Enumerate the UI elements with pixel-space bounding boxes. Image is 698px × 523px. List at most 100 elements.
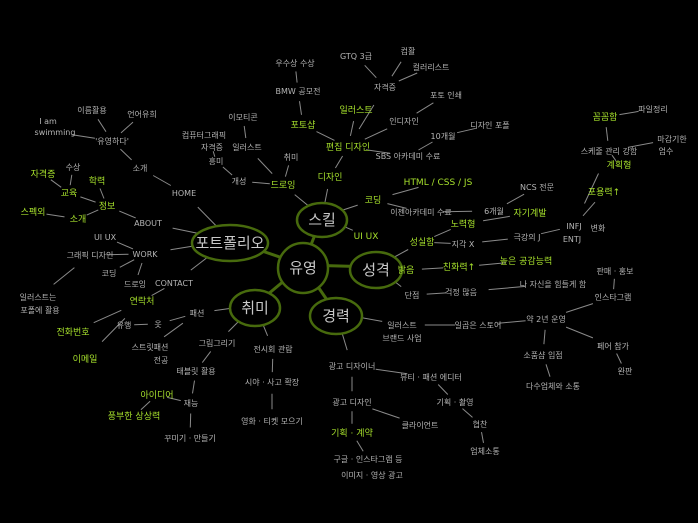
connector-drawing-hobby2	[284, 165, 290, 177]
node-effort: 노력형	[451, 218, 476, 230]
connector-coding-html	[392, 186, 419, 196]
ring-fill	[297, 203, 347, 237]
connector-twoyears-fair	[565, 326, 594, 339]
connector-intro2-spec	[46, 213, 65, 218]
connector-sincere-nolate	[434, 242, 451, 244]
node-wordplay: 언어유희	[127, 109, 156, 119]
node-talent: 재능	[184, 399, 199, 408]
node-weakness: 단점	[405, 290, 420, 300]
connector-editorial-illustrator	[349, 120, 355, 137]
connector-illust2-emoticon	[243, 125, 247, 139]
node-months6: 6개월	[484, 206, 504, 216]
connector-coding-ezen	[387, 203, 407, 209]
connector-fashion-street1	[163, 322, 184, 338]
node-iam: I am	[39, 117, 57, 126]
node-deadline1: 마감기한	[657, 134, 687, 144]
connector-infj-schedule	[584, 173, 599, 204]
node-brand2: 브랜드 사업	[382, 333, 421, 343]
node-yuyeong: '유영하다'	[95, 136, 129, 146]
node-illust-use2: 포폴에 활용	[20, 305, 59, 315]
connector-yuyeong-wordplay	[120, 121, 134, 134]
node-info: 정보	[99, 201, 116, 212]
node-drawing-w: 드로잉	[124, 279, 146, 289]
node-about: ABOUT	[134, 219, 162, 228]
connector-info-intro2	[86, 209, 99, 216]
connector-months10-design_pf	[456, 127, 477, 134]
node-street2: 전공	[154, 355, 169, 365]
node-exhibit: 전시회 관람	[253, 344, 293, 354]
node-comp: 컴활	[401, 46, 416, 56]
node-vision: 시야 · 사고 확장	[245, 377, 300, 387]
node-nolate: 지각 X	[452, 239, 475, 249]
node-shoot: 기획 · 촬영	[436, 397, 473, 407]
node-name-origin: 이름활용	[77, 105, 106, 115]
node-tablet: 태블릿 활용	[176, 366, 215, 376]
node-trend: 유행	[117, 320, 132, 330]
node-infj: INFJ	[566, 222, 581, 231]
node-meticulous: 꼼꼼함	[593, 112, 618, 123]
connector-yuyeong-name_origin	[97, 119, 107, 132]
node-sales: 판매 · 홍보	[596, 266, 633, 276]
connector-effort-selfdev	[483, 215, 510, 222]
connector-twoyears-instagram	[565, 303, 594, 313]
connector-sincere-effort	[434, 228, 451, 238]
node-emoticon: 이모티콘	[228, 112, 257, 122]
node-intro: 소개	[133, 163, 148, 173]
connector-editorial-indesign	[364, 128, 388, 140]
ring-fill	[230, 290, 280, 326]
node-tolerance: 포용력↑	[588, 186, 620, 198]
node-schedule: 스케줄 관리 강함	[581, 146, 638, 156]
connector-tablet-talent	[192, 380, 195, 394]
node-addesign: 광고 디자인	[332, 397, 371, 407]
connector-graphic-illust_use1	[53, 267, 75, 285]
node-months10: 10개월	[431, 131, 456, 141]
connector-sponsor-vendorcomm	[481, 432, 484, 443]
node-skill: 스킬	[308, 211, 336, 229]
node-filing: 파일정리	[638, 104, 667, 114]
node-indesign: 인디자인	[389, 116, 418, 126]
node-coding-w: 코딩	[102, 268, 117, 278]
node-phone: 전화번호	[56, 327, 89, 338]
portfolio-ring	[190, 223, 270, 263]
node-planner: 계획형	[607, 159, 632, 171]
node-ezen: 이젠아카데미 수료	[390, 207, 451, 217]
connector-info-edu_bg	[99, 188, 105, 199]
connector-editorial-sbs	[365, 149, 391, 154]
connector-weakness-worry	[426, 292, 447, 295]
node-uiux2: UI UX	[354, 232, 379, 242]
connector-fair-soldout	[616, 353, 622, 364]
connector-work-drawing_w	[137, 262, 143, 276]
node-drawing: 드로잉	[271, 179, 296, 191]
connector-shoot-sponsor	[462, 408, 473, 418]
connector-meticulous-filing	[619, 110, 639, 116]
connector-contact-contact_info	[151, 287, 165, 297]
node-hardself: 나 자신을 힘들게 함	[520, 279, 587, 289]
node-design-pf: 디자인 포폴	[470, 120, 509, 130]
node-brand1: 일러스트	[387, 321, 416, 330]
node-clothes: 옷	[154, 320, 161, 329]
node-personality: 성격	[362, 261, 390, 279]
connector-infj-tolerance	[582, 201, 596, 217]
connector-license-comp	[391, 61, 402, 77]
connector-work-coding_w	[119, 259, 135, 268]
node-hobby: 취미	[241, 299, 269, 317]
node-idea: 아이디어	[140, 390, 173, 401]
node-sbs: SBS 아카데미 수료	[376, 151, 441, 161]
connector-bmw-prize	[295, 71, 298, 83]
node-character: 개성	[232, 176, 247, 186]
node-soldout: 완판	[618, 367, 633, 376]
connector-design-editorial	[334, 155, 344, 169]
connector-nolate-extremej	[482, 238, 508, 243]
node-ncs: NCS 전문	[520, 182, 554, 192]
connector-drawing-illust2	[257, 158, 273, 174]
node-instagram: 인스타그램	[595, 292, 632, 302]
node-illust-use1: 일러스트는	[20, 293, 57, 302]
node-hobby2: 취미	[284, 153, 299, 162]
node-empathy: 높은 공감능력	[500, 255, 553, 267]
node-award: 수상	[66, 162, 81, 172]
node-painting: 그림그리기	[199, 338, 236, 348]
node-portfolio: 포트폴리오	[195, 234, 264, 252]
node-illust2: 일러스트	[232, 143, 261, 152]
connector-schedule-meticulous	[605, 127, 609, 141]
